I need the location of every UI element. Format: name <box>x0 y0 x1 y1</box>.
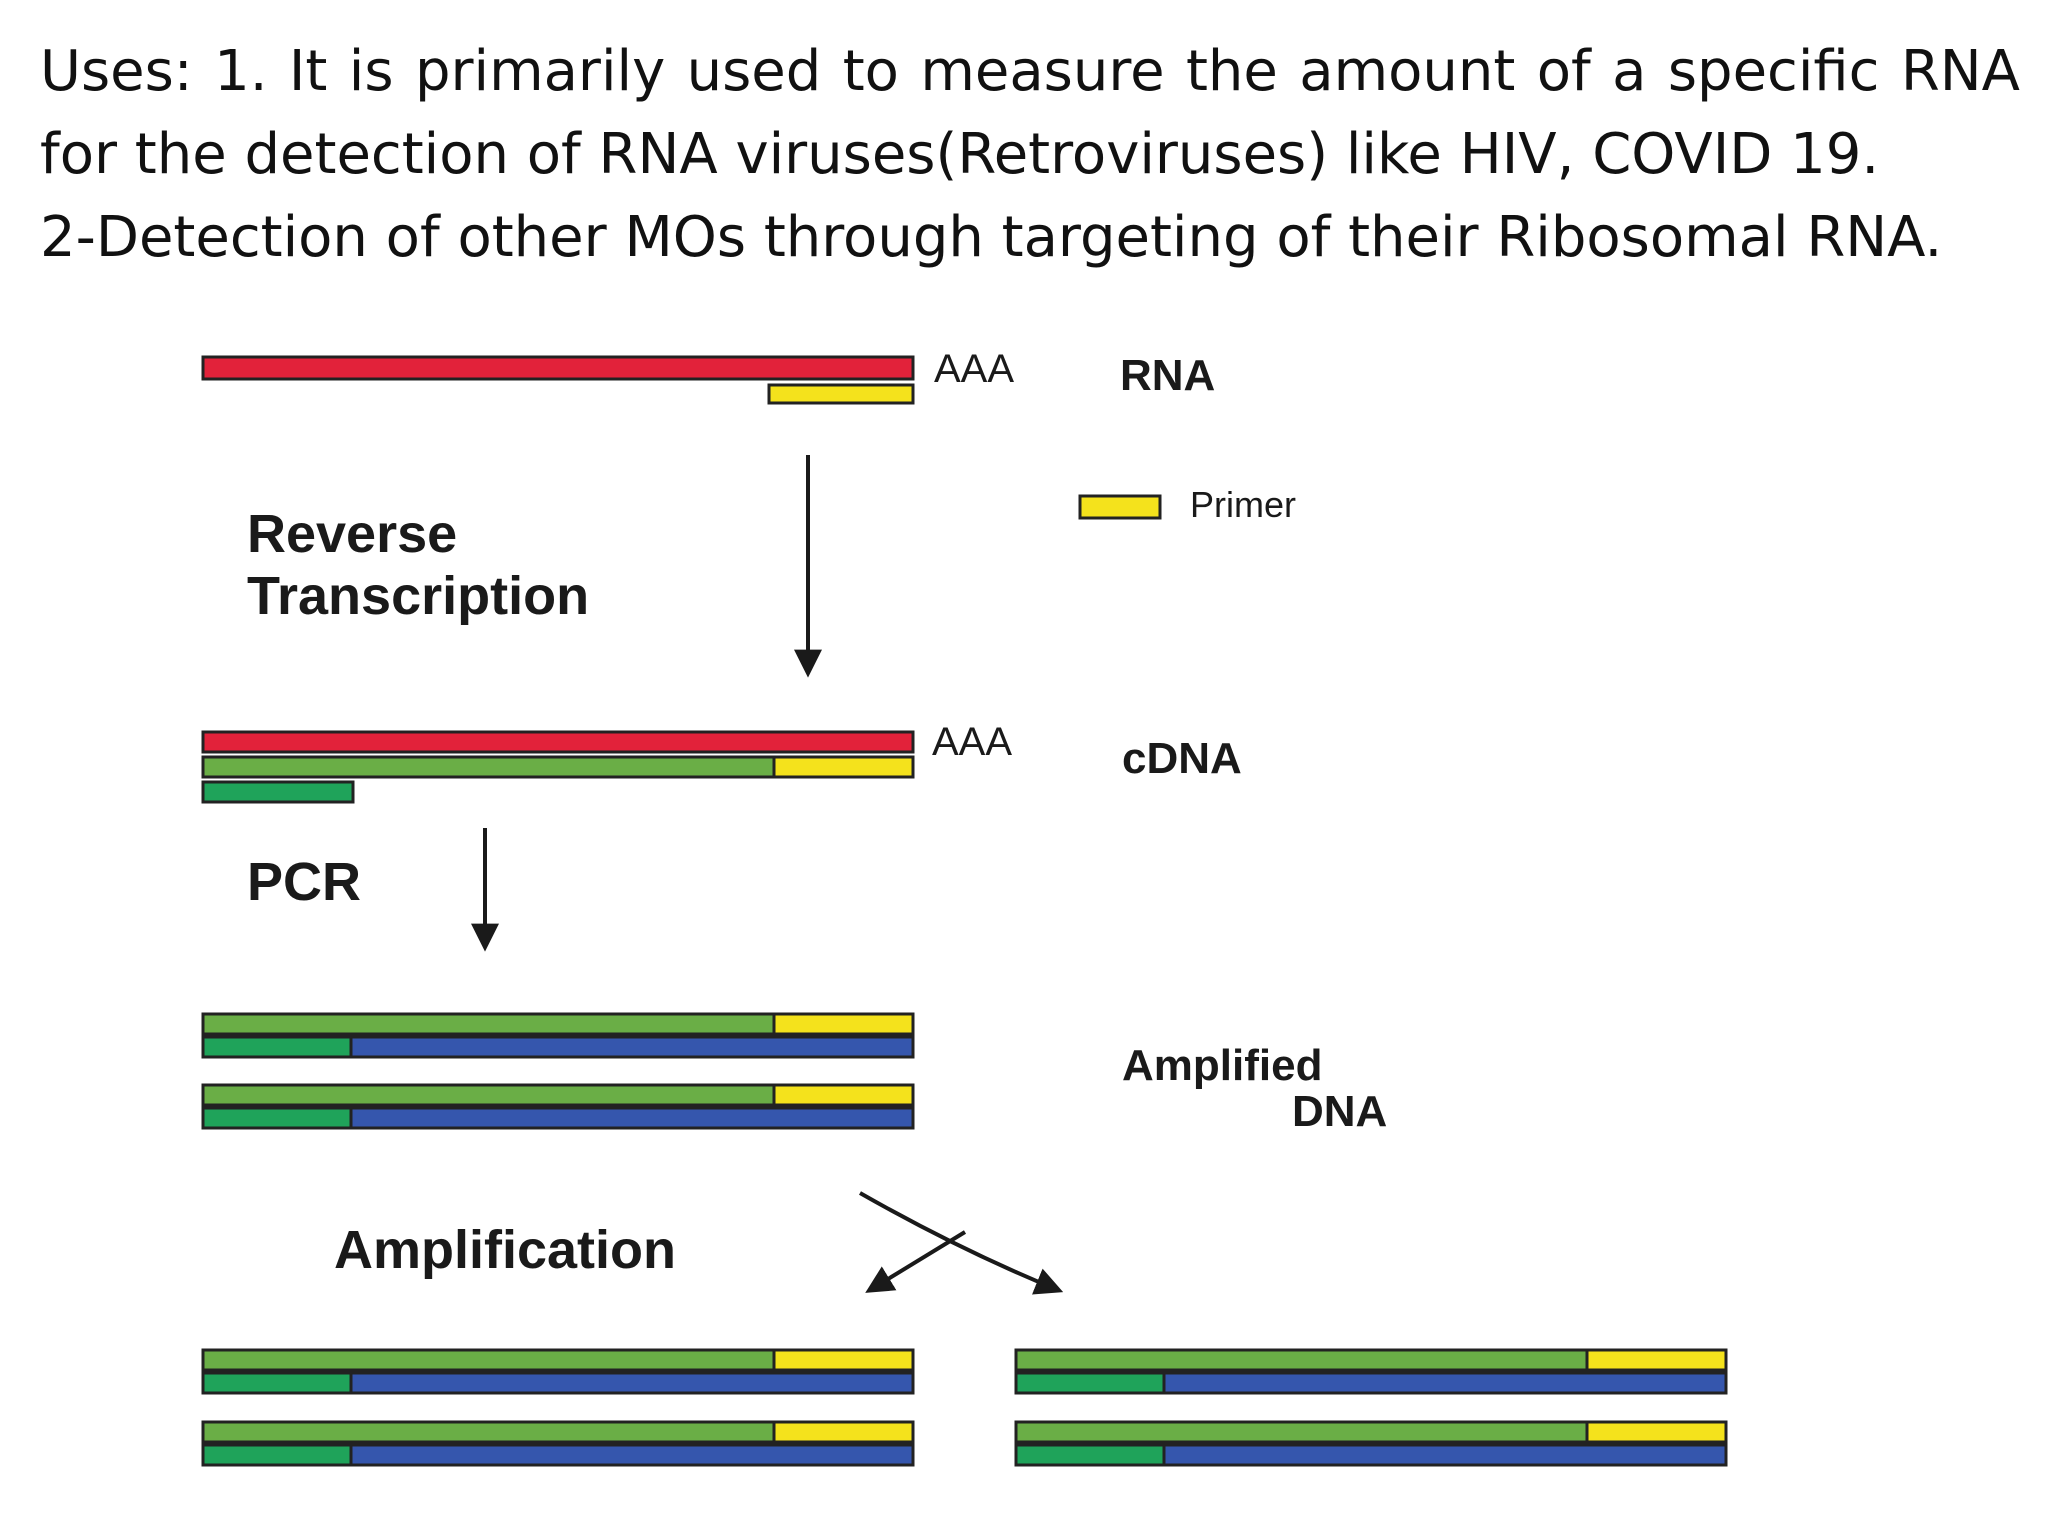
ds-dna-pair <box>201 1083 915 1130</box>
uses-line-3: 2-Detection of other MOs through targeti… <box>40 205 1943 270</box>
bottom-strand-blue <box>1162 1371 1728 1395</box>
top-strand-primer <box>1585 1348 1728 1372</box>
top-strand-primer <box>772 1348 915 1372</box>
amplification-products-right <box>1014 1348 1728 1467</box>
top-strand-primer <box>1585 1420 1728 1444</box>
bottom-strand-green <box>201 1443 353 1467</box>
amplification-arrow-right <box>859 1191 1064 1295</box>
bottom-strand-blue <box>349 1035 915 1059</box>
cdna-strand <box>201 755 776 779</box>
top-strand-primer <box>772 1083 915 1107</box>
cdna-rna-strand <box>201 730 915 754</box>
top-strand-primer <box>772 1012 915 1036</box>
uses-line-1: Uses: 1. It is primarily used to measure… <box>40 39 2020 104</box>
cdna-stage <box>201 730 915 804</box>
top-strand-green <box>201 1348 776 1372</box>
cdna-primer-segment <box>772 755 915 779</box>
cdna-short-strand <box>201 780 355 804</box>
top-strand-green <box>201 1420 776 1444</box>
top-strand-green <box>1014 1420 1589 1444</box>
primer-legend-label: Primer <box>1190 484 1296 525</box>
primer-segment <box>767 383 915 405</box>
top-strand-green <box>1014 1348 1589 1372</box>
aaa-tail-label-cdna: AAA <box>932 720 1012 764</box>
top-strand-green <box>201 1083 776 1107</box>
ds-dna-pair <box>201 1420 915 1467</box>
rna-label: RNA <box>1120 351 1215 400</box>
transcription-label: Transcription <box>247 566 589 626</box>
bottom-strand-green <box>201 1371 353 1395</box>
top-strand-green <box>201 1012 776 1036</box>
cdna-label: cDNA <box>1122 734 1242 783</box>
bottom-strand-blue <box>349 1443 915 1467</box>
bottom-strand-blue <box>349 1106 915 1130</box>
amplification-products-left <box>201 1348 915 1467</box>
uses-line-2: for the detection of RNA viruses(Retrovi… <box>40 122 1880 187</box>
ds-dna-pair <box>1014 1420 1728 1467</box>
ds-dna-pair <box>201 1348 915 1395</box>
ds-dna-pair <box>201 1012 915 1059</box>
ds-dna-pair <box>1014 1348 1728 1395</box>
dna-label: DNA <box>1292 1087 1387 1136</box>
bottom-strand-green <box>1014 1443 1166 1467</box>
bottom-strand-blue <box>1162 1443 1728 1467</box>
bottom-strand-blue <box>349 1371 915 1395</box>
reverse-label: Reverse <box>247 504 457 564</box>
amplified-label: Amplified <box>1122 1041 1322 1090</box>
top-strand-primer <box>772 1420 915 1444</box>
slide-text-block: Uses: 1. It is primarily used to measure… <box>40 30 2020 279</box>
rna-with-primer <box>201 355 915 405</box>
primer-legend-swatch <box>1078 494 1162 520</box>
amplification-label: Amplification <box>334 1220 676 1280</box>
aaa-tail-label: AAA <box>934 347 1014 391</box>
bottom-strand-green <box>201 1035 353 1059</box>
bottom-strand-green <box>1014 1371 1166 1395</box>
bottom-strand-green <box>201 1106 353 1130</box>
pcr-label: PCR <box>247 852 361 912</box>
amplified-dna-group <box>201 1012 915 1130</box>
rna-strand <box>201 355 915 381</box>
